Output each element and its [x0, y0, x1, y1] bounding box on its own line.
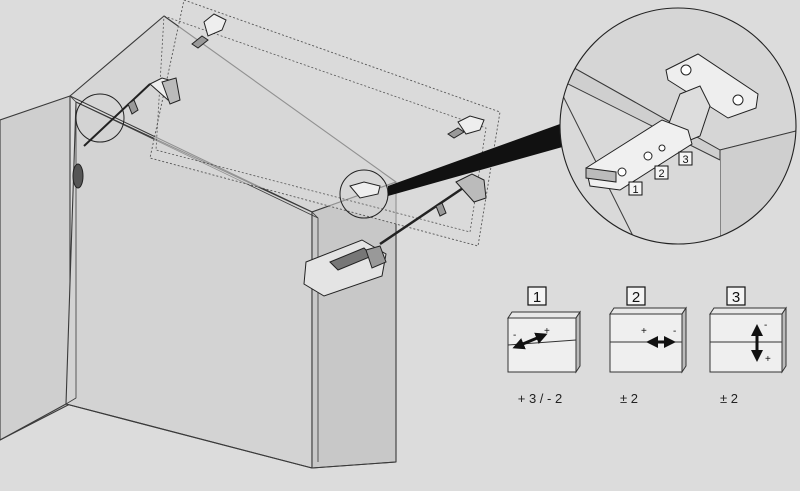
- panel-1-value: + 3 / - 2: [518, 391, 562, 406]
- detail-callout-1: 1: [628, 181, 643, 196]
- svg-text:-: -: [764, 320, 767, 331]
- detail-ring-left: [75, 93, 125, 143]
- svg-text:+: +: [765, 354, 771, 365]
- svg-text:1: 1: [632, 184, 638, 196]
- hinge-icon: [349, 181, 381, 199]
- detail-callout-3: 3: [678, 151, 693, 166]
- lift-mechanism-icon: [303, 173, 487, 297]
- detail-callout-2: 2: [654, 165, 669, 180]
- svg-text:+: +: [544, 326, 550, 337]
- hinge-icon: [585, 53, 759, 191]
- cabinet-left-side: [0, 95, 71, 441]
- panel-2-number: 2: [632, 289, 640, 306]
- svg-text:-: -: [673, 326, 676, 337]
- panel-3-value: ± 2: [720, 391, 738, 406]
- svg-text:2: 2: [658, 168, 664, 180]
- adjustment-panel-1: 1 - + + 3 / - 2: [507, 286, 581, 406]
- adjustment-panel-2: 2 + - ± 2: [609, 286, 687, 406]
- svg-text:3: 3: [682, 154, 688, 166]
- hinge-icon: [447, 115, 485, 139]
- panel-1-number: 1: [533, 289, 541, 306]
- detail-magnifier: 1 2 3: [559, 7, 797, 245]
- cabinet-right-side: [311, 181, 397, 469]
- panel-2-value: ± 2: [620, 391, 638, 406]
- adjustment-panel-3: 3 - + ± 2: [709, 286, 787, 406]
- lift-mechanism-icon: [72, 77, 181, 189]
- double-arrow-icon: [512, 332, 548, 350]
- svg-text:+: +: [641, 326, 647, 337]
- callout-wedge: [388, 124, 566, 196]
- panel-3-number: 3: [732, 289, 740, 306]
- cabinet-bottom-edge: [0, 403, 397, 469]
- hinge-icon: [191, 13, 227, 49]
- svg-text:-: -: [513, 330, 516, 341]
